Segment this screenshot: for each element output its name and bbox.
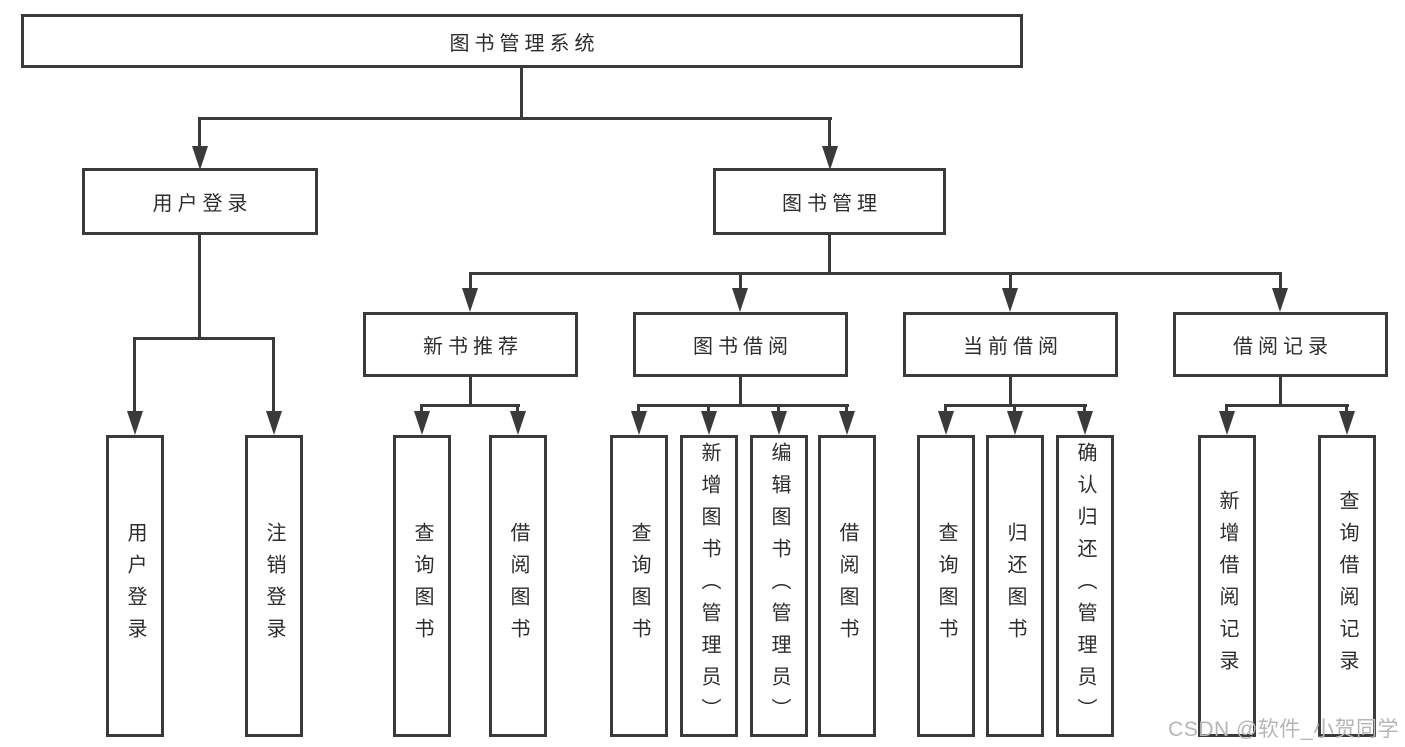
arrowhead-cb-confirm-icon xyxy=(1077,411,1093,435)
connector-br-query-drop xyxy=(1345,404,1348,414)
connector-cb-confirm-drop xyxy=(1083,404,1086,414)
node-label: 图书借阅 xyxy=(693,336,793,358)
connector-new-book-stem xyxy=(469,377,472,404)
leaf-label: 编辑图书（管理员） xyxy=(768,442,790,730)
leaf-nb-borrow-books: 借阅图书 xyxy=(489,435,547,737)
node-book-management: 图书管理 xyxy=(713,168,946,235)
connector-bb-add-drop xyxy=(707,404,710,414)
connector-leaf-user-login-drop xyxy=(133,337,136,415)
leaf-bb-add-books-admin: 新增图书（管理员） xyxy=(680,435,738,737)
node-label: 图书管理 xyxy=(782,193,882,215)
arrowhead-cb-return-icon xyxy=(1007,411,1023,435)
arrowhead-cb-query-icon xyxy=(938,411,954,435)
connector-br-add-drop xyxy=(1225,404,1228,414)
leaf-label: 查询图书 xyxy=(411,522,433,650)
connector-bb-query-drop xyxy=(637,404,640,414)
leaf-label: 归还图书 xyxy=(1004,522,1026,650)
leaf-logout-login: 注销登录 xyxy=(245,435,303,737)
leaf-bb-query-books: 查询图书 xyxy=(610,435,668,737)
node-label: 当前借阅 xyxy=(963,336,1063,358)
leaf-label: 确认归还（管理员） xyxy=(1074,442,1096,730)
leaf-label: 注销登录 xyxy=(263,522,285,650)
leaf-label: 查询图书 xyxy=(935,522,957,650)
arrowhead-bb-edit-icon xyxy=(771,411,787,435)
leaf-br-query-borrow-record: 查询借阅记录 xyxy=(1318,435,1376,737)
node-label: 借阅记录 xyxy=(1233,336,1333,358)
arrowhead-user-login-icon xyxy=(192,146,208,170)
connector-book-mgmt-bar xyxy=(469,272,1282,275)
connector-bb-borrow-drop xyxy=(845,404,848,414)
connector-root-stem xyxy=(520,68,523,117)
leaf-label: 借阅图书 xyxy=(507,522,529,650)
connector-book-borrow-bar xyxy=(637,404,849,407)
connector-book-mgmt-stem xyxy=(828,235,831,272)
connector-user-login-drop xyxy=(198,117,201,147)
arrowhead-current-borrow-icon xyxy=(1002,288,1018,312)
connector-leaf-logout-drop xyxy=(272,337,275,415)
leaf-bb-borrow-books: 借阅图书 xyxy=(818,435,876,737)
node-library-system: 图书管理系统 xyxy=(21,14,1023,68)
leaf-br-add-borrow-record: 新增借阅记录 xyxy=(1198,435,1256,737)
connector-borrow-records-drop xyxy=(1279,272,1282,292)
leaf-label: 借阅图书 xyxy=(836,522,858,650)
connector-current-borrow-drop xyxy=(1009,272,1012,292)
csdn-watermark: CSDN @软件_小贺同学 xyxy=(1168,718,1399,741)
leaf-cb-return-books: 归还图书 xyxy=(986,435,1044,737)
connector-bb-edit-drop xyxy=(777,404,780,414)
node-new-book-recommend: 新书推荐 xyxy=(363,312,578,377)
connector-book-borrow-drop xyxy=(739,272,742,292)
node-user-login: 用户登录 xyxy=(82,168,318,235)
arrowhead-book-mgmt-icon xyxy=(822,146,838,170)
arrowhead-bb-add-icon xyxy=(701,411,717,435)
arrowhead-bb-borrow-icon xyxy=(839,411,855,435)
arrowhead-br-add-icon xyxy=(1219,411,1235,435)
leaf-label: 查询借阅记录 xyxy=(1336,490,1358,682)
node-current-borrow: 当前借阅 xyxy=(903,312,1118,377)
arrowhead-leaf-user-login-icon xyxy=(127,411,143,435)
node-label: 新书推荐 xyxy=(423,336,523,358)
connector-user-login-bar xyxy=(133,337,275,340)
arrowhead-borrow-records-icon xyxy=(1272,288,1288,312)
arrowhead-nb-query-icon xyxy=(414,411,430,435)
connector-cb-return-drop xyxy=(1013,404,1016,414)
leaf-cb-query-books: 查询图书 xyxy=(917,435,975,737)
node-label: 用户登录 xyxy=(152,193,253,215)
connector-current-borrow-stem xyxy=(1009,377,1012,404)
leaf-bb-edit-books-admin: 编辑图书（管理员） xyxy=(750,435,808,737)
connector-cb-query-drop xyxy=(944,404,947,414)
node-book-borrow: 图书借阅 xyxy=(633,312,848,377)
arrowhead-nb-borrow-icon xyxy=(510,411,526,435)
connector-borrow-records-bar xyxy=(1225,404,1349,407)
leaf-label: 新增图书（管理员） xyxy=(698,442,720,730)
leaf-label: 用户登录 xyxy=(124,522,146,650)
connector-user-login-stem xyxy=(198,235,201,337)
arrowhead-bb-query-icon xyxy=(631,411,647,435)
connector-new-book-drop xyxy=(469,272,472,292)
leaf-user-login: 用户登录 xyxy=(106,435,164,737)
connector-root-bar xyxy=(198,117,832,120)
arrowhead-new-book-icon xyxy=(462,288,478,312)
connector-nb-query-drop xyxy=(420,404,423,414)
leaf-cb-confirm-return-admin: 确认归还（管理员） xyxy=(1056,435,1114,737)
node-label: 图书管理系统 xyxy=(449,32,600,55)
leaf-label: 新增借阅记录 xyxy=(1216,490,1238,682)
connector-book-borrow-stem xyxy=(739,377,742,404)
connector-nb-borrow-drop xyxy=(516,404,519,414)
connector-book-mgmt-drop xyxy=(828,117,831,147)
node-borrow-records: 借阅记录 xyxy=(1173,312,1388,377)
connector-new-book-bar xyxy=(420,404,520,407)
leaf-nb-query-books: 查询图书 xyxy=(393,435,451,737)
connector-borrow-records-stem xyxy=(1279,377,1282,404)
arrowhead-leaf-logout-icon xyxy=(266,411,282,435)
arrowhead-book-borrow-icon xyxy=(732,288,748,312)
arrowhead-br-query-icon xyxy=(1339,411,1355,435)
leaf-label: 查询图书 xyxy=(628,522,650,650)
